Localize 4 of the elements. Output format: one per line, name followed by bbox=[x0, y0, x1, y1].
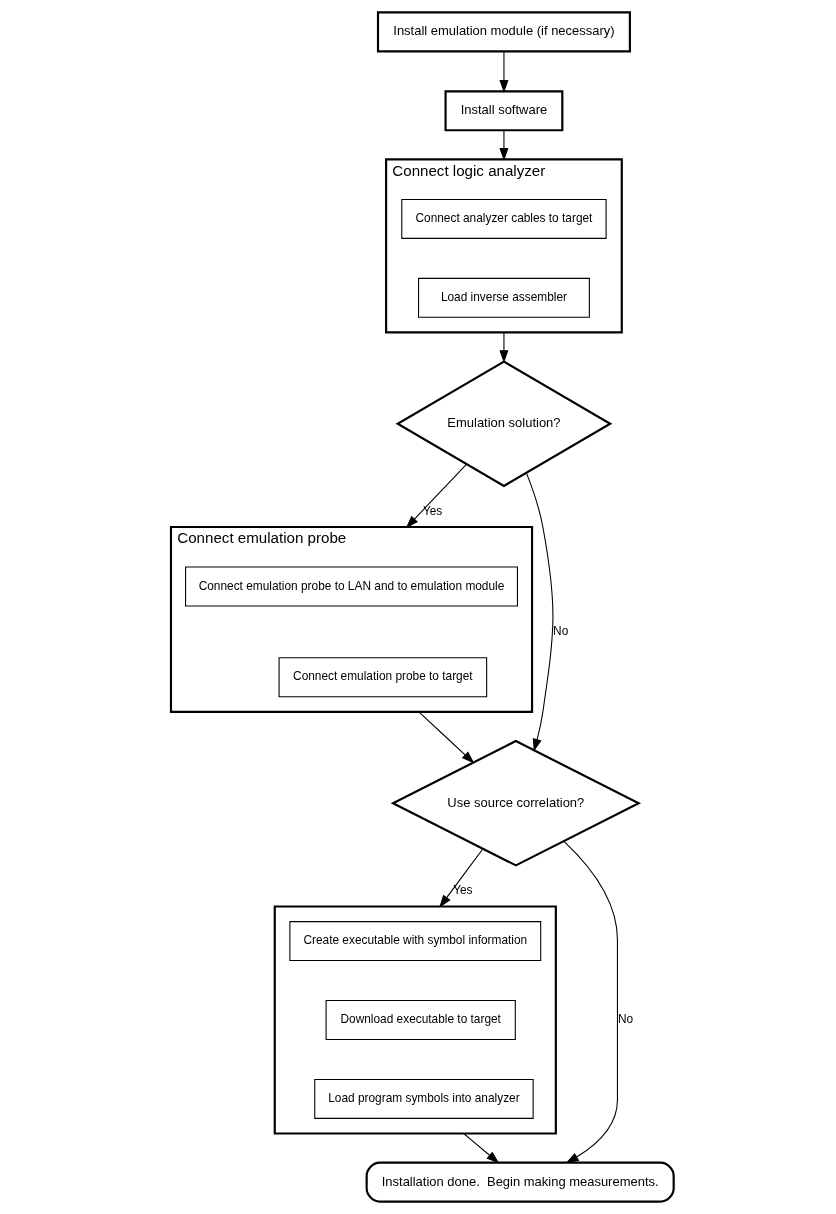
edge-label: Yes bbox=[453, 883, 473, 898]
edge-label: No bbox=[617, 1012, 634, 1026]
edge-label: Yes bbox=[422, 503, 443, 518]
edge-label: No bbox=[553, 623, 569, 638]
